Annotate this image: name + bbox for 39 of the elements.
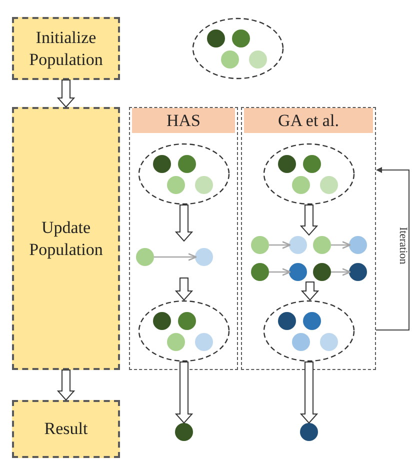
- method-panel: [241, 107, 376, 370]
- method-panel: [129, 107, 238, 370]
- arrow: [269, 241, 291, 249]
- hollow-arrow: [300, 204, 318, 236]
- population-ellipse: [138, 300, 230, 362]
- individual-dot: [312, 262, 330, 280]
- edge-label: Iteration: [397, 227, 408, 264]
- iteration-loop-arrow: [376, 167, 410, 330]
- individual-dot: [288, 262, 306, 280]
- individual-dot: [194, 248, 212, 266]
- individual-dot: [136, 248, 154, 266]
- hollow-arrow: [174, 362, 194, 424]
- individual-dot: [300, 423, 318, 441]
- individual-dot: [348, 236, 366, 254]
- population-ellipse: [262, 300, 354, 362]
- population-ellipse: [192, 17, 284, 80]
- individual-dot: [175, 423, 193, 441]
- population-ellipse: [262, 142, 354, 204]
- individual-dot: [288, 236, 306, 254]
- hollow-arrow: [300, 362, 318, 424]
- individual-dot: [250, 262, 268, 280]
- arrow: [331, 268, 351, 276]
- arrow: [269, 268, 291, 276]
- hollow-arrow: [56, 370, 76, 401]
- hollow-arrow: [300, 282, 320, 301]
- hollow-arrow: [174, 204, 194, 242]
- hollow-arrow: [174, 278, 194, 301]
- arrow: [154, 253, 197, 261]
- individual-dot: [312, 236, 330, 254]
- individual-dot: [250, 236, 268, 254]
- process-box: Initialize Population: [12, 17, 120, 80]
- process-box: Update Population: [12, 107, 120, 370]
- arrow: [331, 241, 351, 249]
- population-ellipse: [138, 142, 230, 204]
- hollow-arrow: [56, 80, 76, 108]
- panel-header: HAS: [132, 108, 235, 133]
- process-box: Result: [12, 400, 120, 458]
- individual-dot: [348, 262, 366, 280]
- panel-header: GA et al.: [244, 108, 373, 133]
